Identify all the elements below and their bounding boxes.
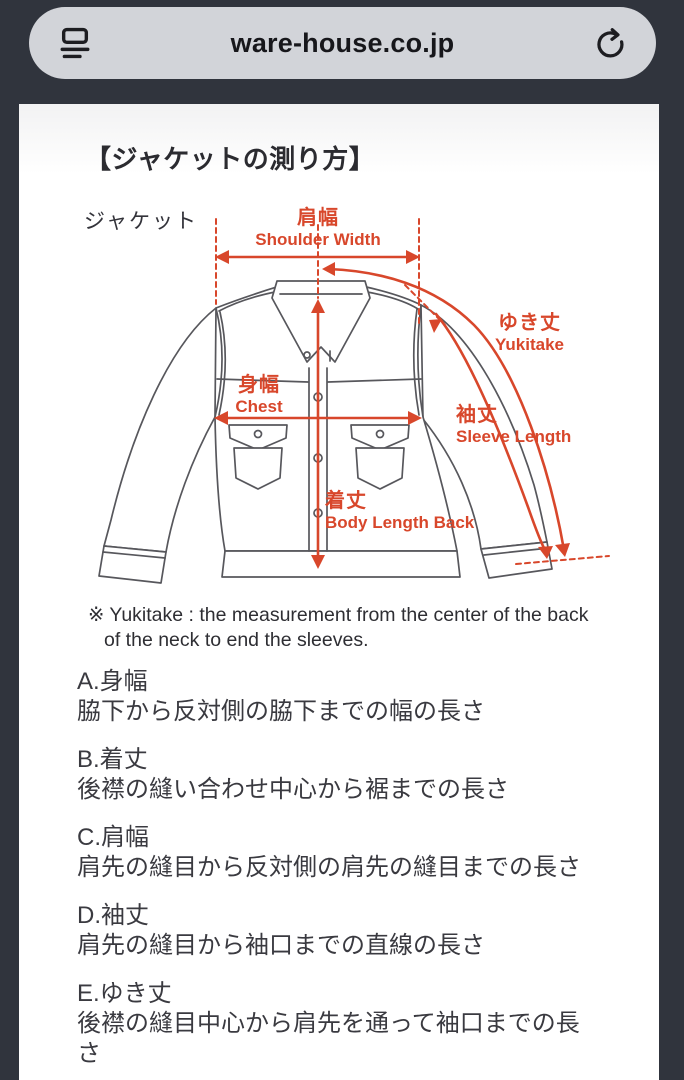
measurement-list: A.身幅 脇下から反対側の脇下までの幅の長さ B.着丈 後襟の縫い合わせ中心から… — [77, 667, 599, 1069]
yukitake-note: ※ Yukitake : the measurement from the ce… — [88, 604, 589, 651]
measurement-arrows — [214, 218, 610, 569]
list-item-desc: 脇下から反対側の脇下までの幅の長さ — [77, 698, 485, 725]
list-item-desc: 後襟の縫い合わせ中心から裾までの長さ — [77, 776, 509, 803]
page-title: 【ジャケットの測り方】 — [85, 144, 376, 174]
yukitake-label: ゆき丈 Yukitake — [472, 311, 587, 355]
list-item-desc: 後襟の縫目中心から肩先を通って袖口までの長さ — [77, 1010, 580, 1067]
list-item-key: C.肩幅 — [77, 824, 149, 851]
reader-view-icon[interactable] — [56, 23, 94, 63]
jacket-outline — [98, 280, 553, 584]
address-bar[interactable]: ware-house.co.jp — [29, 7, 656, 79]
list-item-key: E.ゆき丈 — [77, 980, 172, 1007]
yukitake-en: Yukitake — [495, 335, 564, 354]
jacket-label: ジャケット — [84, 210, 198, 233]
url-text[interactable]: ware-house.co.jp — [230, 27, 455, 58]
list-item-key: A.身幅 — [77, 668, 148, 695]
chest-en: Chest — [235, 397, 283, 416]
browser-chrome: ware-house.co.jp — [0, 0, 684, 104]
jacket-diagram-svg — [98, 218, 610, 584]
shoulder-width-en: Shoulder Width — [255, 230, 381, 249]
body-length-jp: 着丈 — [325, 490, 367, 512]
list-item: C.肩幅 肩先の縫目から反対側の肩先の縫目までの長さ — [77, 823, 599, 883]
body-length-en: Body Length Back — [325, 513, 475, 532]
list-item: B.着丈 後襟の縫い合わせ中心から裾までの長さ — [77, 745, 599, 805]
sleeve-length-label: 袖丈 Sleeve Length — [456, 403, 571, 447]
list-item-desc: 肩先の縫目から袖口までの直線の長さ — [77, 932, 485, 959]
list-item: A.身幅 脇下から反対側の脇下までの幅の長さ — [77, 667, 599, 727]
list-item-desc: 肩先の縫目から反対側の肩先の縫目までの長さ — [77, 854, 581, 881]
jacket-measurement-diagram: ジャケット 肩幅 Shoulder Width ゆき丈 Yukitake 袖丈 … — [19, 205, 659, 597]
yukitake-jp: ゆき丈 — [498, 312, 561, 334]
list-item-key: B.着丈 — [77, 746, 148, 773]
list-item: D.袖丈 肩先の縫目から袖口までの直線の長さ — [77, 901, 599, 961]
sleeve-length-en: Sleeve Length — [456, 427, 572, 446]
chest-label: 身幅 Chest — [213, 373, 305, 417]
list-item: E.ゆき丈 後襟の縫目中心から肩先を通って袖口までの長さ — [77, 979, 599, 1069]
web-page-content: 【ジャケットの測り方】 — [19, 104, 659, 1080]
reload-icon[interactable] — [591, 23, 629, 63]
shoulder-width-jp: 肩幅 — [297, 207, 339, 229]
body-length-label: 着丈 Body Length Back — [325, 489, 474, 533]
list-item-key: D.袖丈 — [77, 902, 149, 929]
sleeve-length-jp: 袖丈 — [456, 404, 498, 426]
shoulder-width-label: 肩幅 Shoulder Width — [218, 206, 418, 250]
chest-jp: 身幅 — [238, 374, 280, 396]
